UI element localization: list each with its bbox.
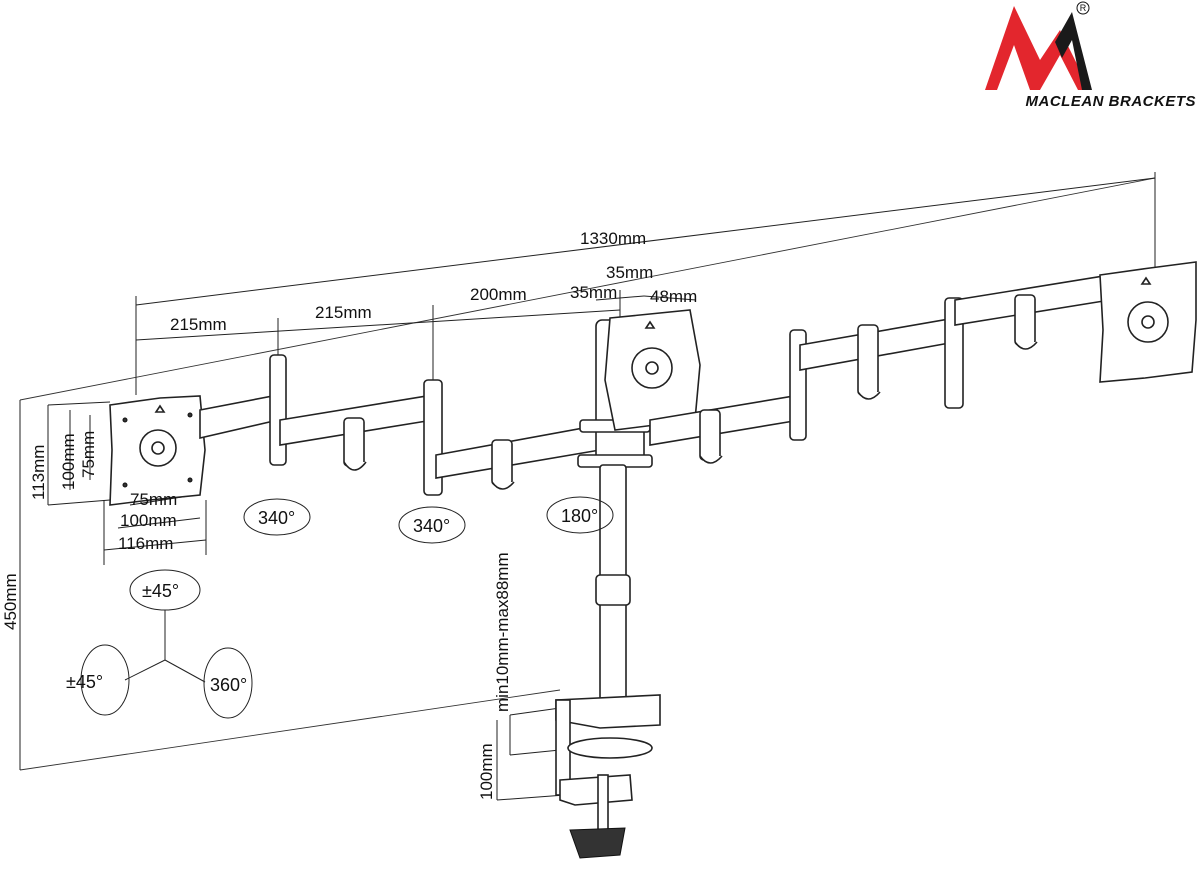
- dim-plate-width: 116mm: [118, 534, 173, 553]
- rotation-badge-arm-1: [243, 498, 311, 536]
- dim-vesa-h-large: 100mm: [120, 511, 177, 530]
- dim-center-offset-b: 35mm: [606, 263, 653, 282]
- rotation-arm-joint-1: 340°: [258, 508, 295, 528]
- rotation-badge-swivel: [80, 644, 130, 716]
- dim-vesa-v-small: 75mm: [79, 431, 98, 478]
- dim-plate-height: 113mm: [29, 445, 48, 500]
- left-arm: [199, 354, 601, 496]
- rotation-arm-joint-2: 340°: [413, 516, 450, 536]
- registered-mark-circle: [1076, 1, 1090, 15]
- dim-pole-height: 450mm: [1, 573, 20, 630]
- dim-center-offset-a: 35mm: [570, 283, 617, 302]
- dim-vesa-h-small: 75mm: [130, 490, 177, 509]
- dim-desk-thickness: min10mm-max88mm: [493, 552, 512, 712]
- dimension-lines: [19, 172, 1156, 801]
- right-arm: [649, 274, 1111, 464]
- center-head: [577, 309, 701, 468]
- dim-center-offset-c: 48mm: [650, 287, 697, 306]
- rotation-rotate: 360°: [210, 675, 247, 695]
- dimension-labels: 1330mm 215mm 215mm 200mm 35mm 35mm 48mm …: [1, 229, 697, 800]
- logo-peak: [1055, 12, 1092, 90]
- dim-vesa-v-large: 100mm: [59, 433, 78, 490]
- pole-and-clamp: [555, 464, 661, 859]
- dim-clamp-depth: 100mm: [477, 743, 496, 800]
- rotation-badge-rotate: [203, 647, 253, 719]
- brand-name: MACLEAN BRACKETS: [1026, 93, 1197, 110]
- registered-mark: R: [1080, 3, 1087, 13]
- rotation-badge-center: [546, 496, 614, 534]
- left-vesa-plate: [109, 395, 206, 506]
- brand-logo: R MACLEAN BRACKETS: [985, 1, 1197, 110]
- rotation-tilt: ±45°: [142, 581, 179, 601]
- rotation-center-joint: 180°: [561, 506, 598, 526]
- rotation-swivel: ±45°: [66, 672, 103, 692]
- rotation-badge-arm-2: [398, 506, 466, 544]
- dim-arm-segment-2: 215mm: [315, 303, 372, 322]
- rotation-labels: 340° 340° 180° ±45° ±45° 360°: [66, 506, 598, 695]
- dim-arm-segment-3: 200mm: [470, 285, 527, 304]
- rotation-badges: [80, 496, 614, 719]
- dim-total-width: 1330mm: [580, 229, 646, 248]
- logo-m-mark: [985, 6, 1090, 90]
- dim-arm-segment-1: 215mm: [170, 315, 227, 334]
- right-vesa-plate: [1099, 261, 1197, 383]
